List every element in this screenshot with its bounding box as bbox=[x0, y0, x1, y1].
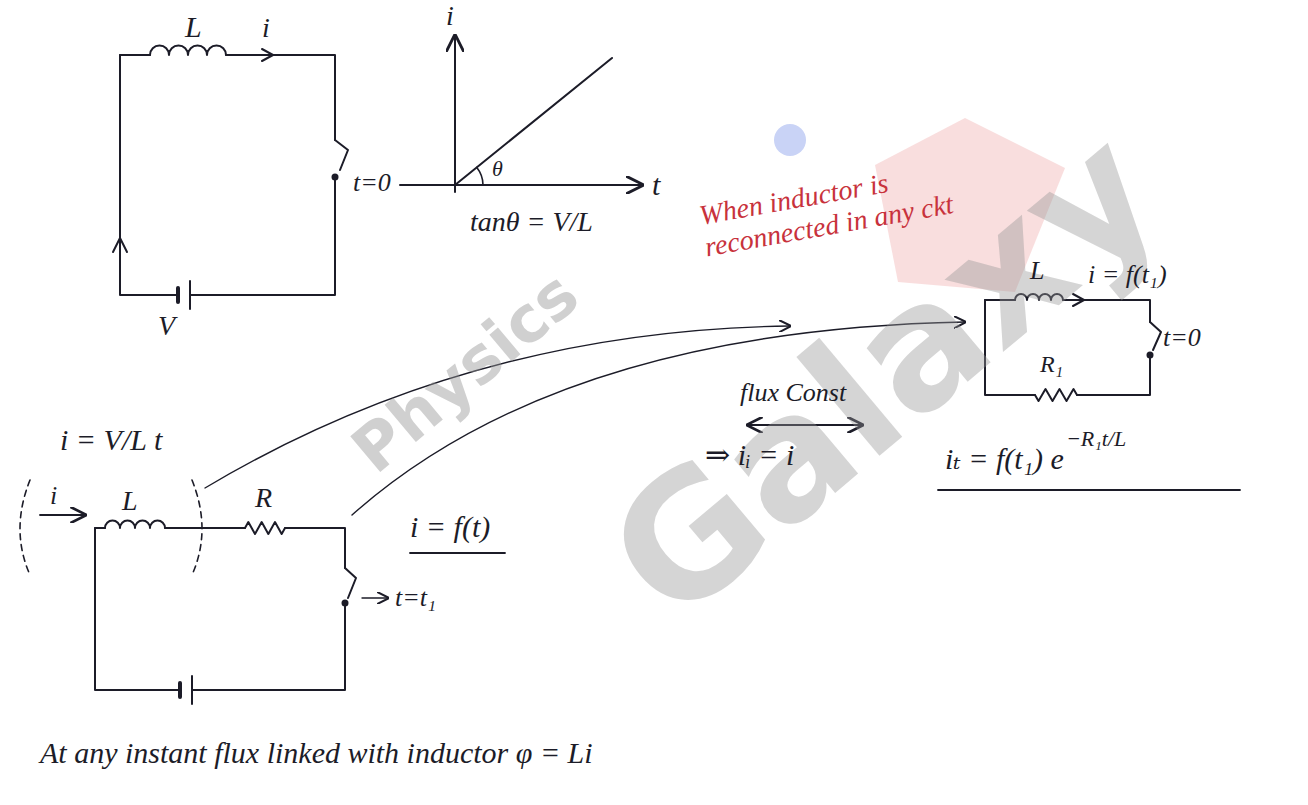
component-label: L bbox=[122, 487, 138, 515]
x-axis bbox=[400, 184, 642, 186]
wire bbox=[95, 527, 105, 529]
wire bbox=[95, 528, 180, 690]
switch-symbol bbox=[345, 568, 356, 598]
switch-symbol bbox=[1150, 322, 1161, 350]
angle-label: θ bbox=[492, 158, 503, 180]
switch-label: t=0 bbox=[1163, 325, 1201, 351]
wire bbox=[226, 55, 335, 140]
component-label: R bbox=[255, 484, 272, 512]
component-label: L bbox=[185, 12, 202, 42]
formula: i = f(t) bbox=[410, 512, 490, 542]
current-line bbox=[455, 58, 612, 185]
exponent: −R₁t/L bbox=[1066, 428, 1126, 450]
wire bbox=[285, 528, 345, 568]
wire bbox=[192, 603, 345, 690]
underline bbox=[410, 552, 505, 554]
axis-label: i bbox=[446, 2, 454, 30]
y-axis bbox=[454, 36, 456, 192]
wire bbox=[120, 54, 150, 56]
current-arrow bbox=[40, 514, 85, 516]
dashed-bracket bbox=[20, 480, 30, 575]
dashed-bracket bbox=[192, 480, 202, 575]
angle-arc bbox=[477, 167, 483, 185]
note: flux Const bbox=[740, 380, 846, 406]
axis-label: t bbox=[652, 170, 660, 200]
leader-arrow bbox=[362, 597, 388, 598]
component-label: L bbox=[1030, 258, 1044, 284]
wire bbox=[165, 527, 245, 529]
switch-label: t=t₁ bbox=[395, 585, 436, 611]
battery-symbol bbox=[189, 281, 191, 309]
inductor-symbol bbox=[150, 46, 226, 56]
current-arrow bbox=[113, 238, 127, 252]
wire bbox=[1077, 355, 1150, 395]
formula: tanθ = V/L bbox=[470, 208, 593, 236]
formula: i = f(t₁) bbox=[1088, 262, 1167, 288]
current-label: i bbox=[50, 483, 57, 509]
current-arrow bbox=[262, 49, 273, 61]
component-label: V bbox=[158, 312, 175, 340]
battery-symbol bbox=[191, 676, 193, 704]
switch-symbol bbox=[335, 140, 348, 170]
current-label: i bbox=[262, 14, 270, 42]
formula: iₜ = f(t₁) e bbox=[945, 444, 1064, 474]
component-label: R₁ bbox=[1040, 352, 1063, 376]
wire bbox=[190, 177, 335, 295]
underline bbox=[938, 489, 1240, 491]
note: At any instant flux linked with inductor… bbox=[40, 738, 593, 768]
logo-dot bbox=[774, 124, 806, 156]
formula: ⇒ iᵢ = i bbox=[705, 440, 794, 470]
wire bbox=[120, 55, 178, 295]
watermark: Physics bbox=[341, 261, 589, 484]
resistor-symbol bbox=[245, 522, 285, 534]
formula: i = V/L t bbox=[60, 425, 162, 455]
resistor-symbol bbox=[1035, 389, 1077, 401]
switch-label: t=0 bbox=[353, 170, 391, 196]
inductor-symbol bbox=[105, 521, 165, 529]
